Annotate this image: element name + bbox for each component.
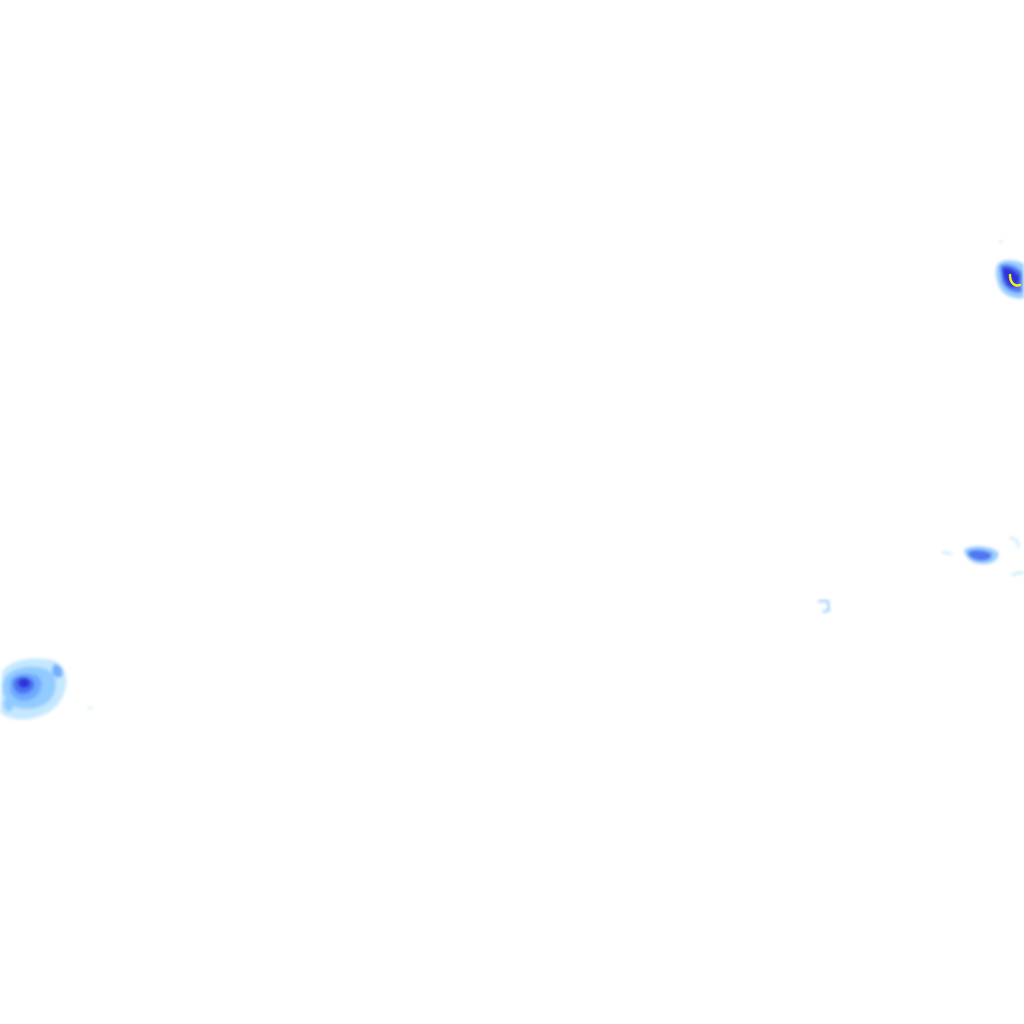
- precip-cell-east: [941, 537, 1024, 577]
- precip-cell-center-small: [818, 600, 831, 613]
- precip-cell-west: [0, 658, 92, 720]
- precip-cell-northeast: [995, 240, 1024, 299]
- precip-core: [1008, 273, 1022, 287]
